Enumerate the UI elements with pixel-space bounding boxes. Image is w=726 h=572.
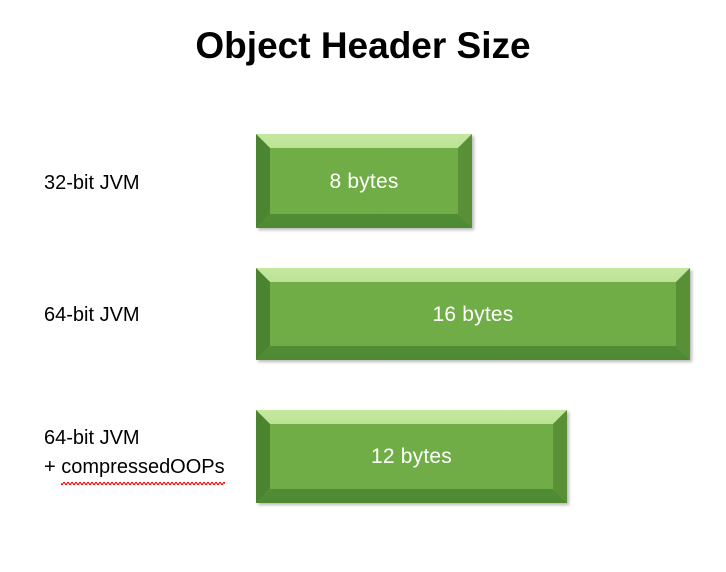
bar-row-64bit-compressedoops: 64-bit JVM + compressedOOPs 12 bytes [0, 410, 726, 503]
bar-row-label-line1: 32-bit JVM [44, 172, 140, 194]
bar-row-label-64bit-compressedoops: 64-bit JVM + compressedOOPs [44, 424, 254, 485]
page-title: Object Header Size [195, 25, 531, 66]
bar-32bit: 8 bytes [256, 134, 472, 228]
bar-64bit: 16 bytes [256, 268, 690, 360]
bar-row-label-line1: 64-bit JVM [44, 304, 140, 326]
bar-row-label-line2: + compressedOOPs [44, 453, 254, 485]
bar-row-label-64bit: 64-bit JVM [44, 301, 254, 330]
bar-row-label-line2-prefix: + [44, 456, 62, 478]
bar-value-label-64bit-compressedoops: 12 bytes [371, 445, 452, 468]
bar-row-label-line2-misspelled-word: compressedOOPs [61, 453, 226, 485]
bar-row-label-32bit: 32-bit JVM [44, 169, 254, 198]
bar-64bit-compressedoops: 12 bytes [256, 410, 567, 503]
bar-value-label-64bit: 16 bytes [432, 302, 514, 326]
bar-row-32bit: 32-bit JVM 8 bytes [0, 134, 726, 228]
bar-row-64bit: 64-bit JVM 16 bytes [0, 268, 726, 360]
bar-value-label-32bit: 8 bytes [329, 169, 399, 193]
bar-row-label-line1: 64-bit JVM [44, 427, 140, 449]
